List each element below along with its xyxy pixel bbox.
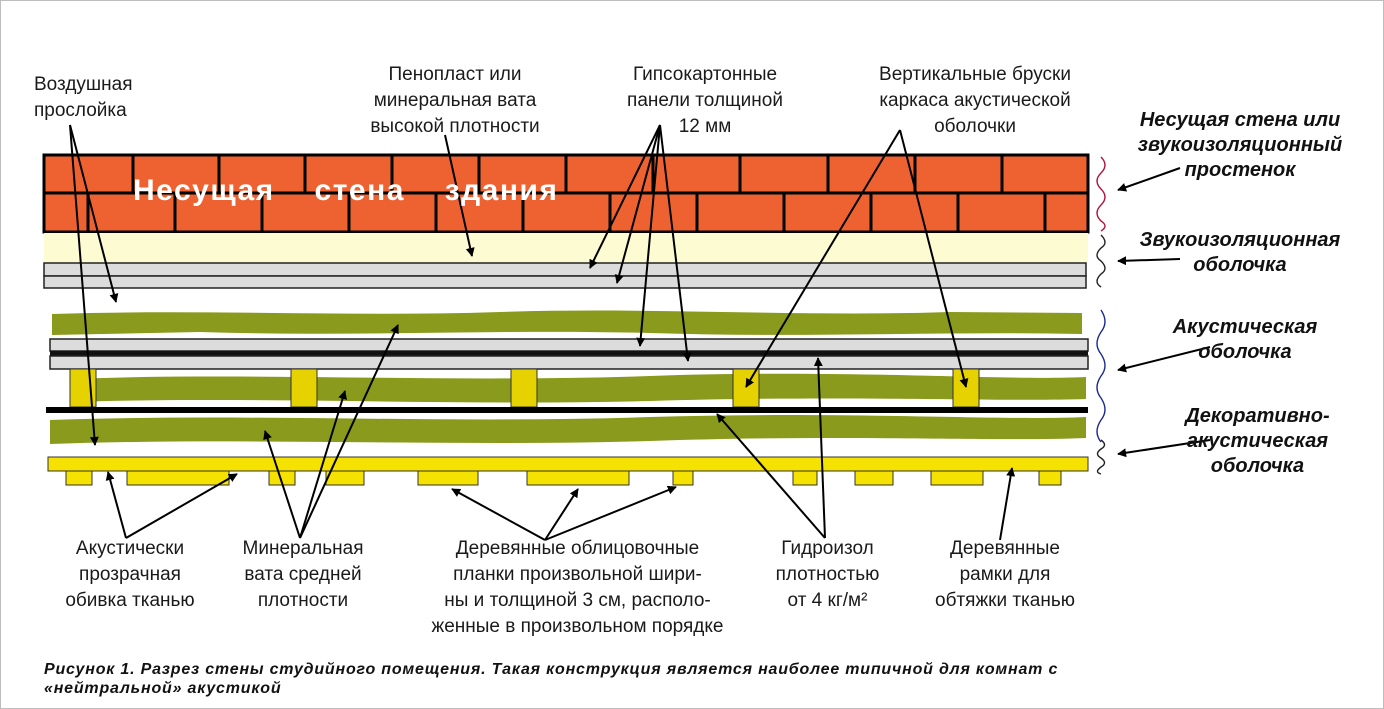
leader-arrows [69, 124, 1211, 541]
brick-wall [42, 153, 1090, 234]
label-bearing-wall: Несущая стена или звукоизоляционный прос… [1120, 108, 1360, 183]
label-line: Гидроизол [781, 538, 874, 559]
label-line: прослойка [34, 100, 127, 121]
label-frames: Деревянные рамки для обтяжки тканью [915, 536, 1095, 614]
label-line: панели толщиной [627, 90, 783, 111]
wall-title: Несущая стена здания [133, 174, 559, 207]
label-gypsum: Гипсокартонные панели толщиной 12 мм [600, 62, 810, 140]
label-line: Вертикальные бруски [879, 64, 1071, 85]
label-air-gap: Воздушная прослойка [34, 72, 174, 124]
label-line: оболочка [1193, 254, 1287, 276]
label-line: обтяжки тканью [935, 590, 1075, 611]
gypsum-panels-top [43, 262, 1087, 289]
label-line: Деревянные облицовочные [455, 538, 700, 559]
label-line: высокой плотности [370, 116, 540, 137]
label-line: плотностью [775, 564, 880, 585]
label-line: ны и толщиной 3 см, располо- [444, 590, 711, 611]
label-line: Пенопласт или [388, 64, 522, 85]
label-line: Акустически [75, 538, 185, 559]
label-membrane: Гидроизол плотностью от 4 кг/м² [755, 536, 900, 614]
label-foam: Пенопласт или минеральная вата высокой п… [340, 62, 570, 140]
figure-caption: Рисунок 1. Разрез стены студийного помещ… [44, 660, 1344, 698]
label-line: Минеральная [242, 538, 364, 559]
label-line: Несущая стена или [1139, 109, 1341, 131]
mineral-wool-middle [70, 373, 1086, 403]
layer-braces [1096, 156, 1106, 475]
label-line: прозрачная [79, 564, 181, 585]
label-line: от 4 кг/м² [787, 590, 868, 611]
label-acoustic-shell: Акустическая оболочка [1150, 315, 1340, 365]
label-line: акустическая [1186, 430, 1329, 452]
label-line: плотности [257, 590, 349, 611]
label-line: оболочки [934, 116, 1016, 137]
caption-line: «нейтральной» акустикой [44, 680, 282, 697]
mineral-wool-upper [52, 310, 1082, 335]
label-line: рамки для [959, 564, 1051, 585]
label-line: звукоизоляционный [1137, 134, 1343, 156]
label-decorative-shell: Декоративно- акустическая оболочка [1160, 404, 1355, 479]
label-line: Деревянные [950, 538, 1060, 559]
label-line: планки произвольной шири- [453, 564, 702, 585]
label-line: каркаса акустической [879, 90, 1071, 111]
label-line: Декоративно- [1185, 405, 1330, 427]
label-studs: Вертикальные бруски каркаса акустической… [840, 62, 1110, 140]
label-fabric: Акустически прозрачная обивка тканью [40, 536, 220, 614]
foam-layer [44, 233, 1088, 263]
label-isolation-shell: Звукоизоляционная оболочка [1125, 228, 1355, 278]
label-line: вата средней [244, 564, 362, 585]
decorative-trim [47, 456, 1089, 486]
label-line: Акустическая [1172, 316, 1318, 338]
vertical-studs [69, 368, 980, 408]
label-line: женные в произвольном порядке [431, 616, 724, 637]
label-line: Гипсокартонные [632, 64, 778, 85]
membrane-line [46, 407, 1088, 413]
label-line: минеральная вата [373, 90, 537, 111]
label-line: Воздушная [34, 74, 133, 95]
label-line: оболочка [1210, 455, 1305, 477]
label-line: 12 мм [678, 116, 732, 137]
mineral-wool-lower [50, 415, 1086, 444]
gypsum-panels-acoustic [49, 338, 1089, 370]
label-line: Звукоизоляционная [1139, 229, 1341, 251]
caption-line: Рисунок 1. Разрез стены студийного помещ… [44, 661, 1059, 678]
label-line: обивка тканью [65, 590, 195, 611]
label-planks: Деревянные облицовочные планки произволь… [405, 536, 750, 640]
label-wool-mid: Минеральная вата средней плотности [218, 536, 388, 614]
label-line: оболочка [1198, 341, 1292, 363]
label-line: простенок [1184, 159, 1296, 181]
